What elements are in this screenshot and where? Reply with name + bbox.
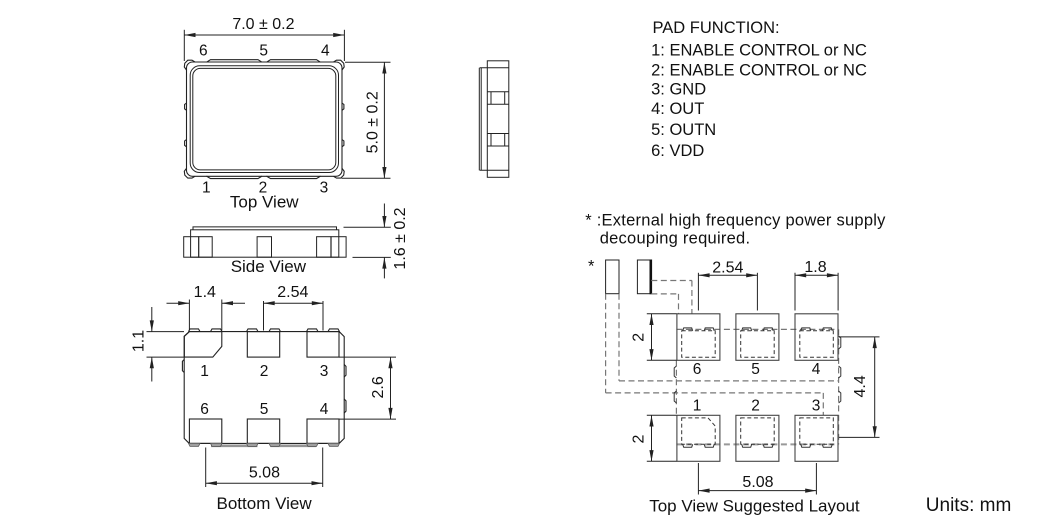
svg-text:2.54: 2.54 <box>712 260 743 277</box>
svg-text:4: 4 <box>812 361 821 378</box>
svg-text:4: OUT: 4: OUT <box>651 100 704 118</box>
svg-text:decouping required.: decouping required. <box>600 230 751 248</box>
svg-text:2: 2 <box>630 333 647 342</box>
svg-text:Units: mm: Units: mm <box>926 495 1012 516</box>
svg-text:4.4: 4.4 <box>852 375 869 397</box>
svg-text:2.54: 2.54 <box>277 284 308 301</box>
svg-text:1: ENABLE CONTROL or NC: 1: ENABLE CONTROL or NC <box>651 41 867 59</box>
svg-text:Bottom View: Bottom View <box>217 494 313 513</box>
svg-text:1: 1 <box>200 363 209 380</box>
svg-text:Top View Suggested Layout: Top View Suggested Layout <box>649 497 860 516</box>
svg-text:5.08: 5.08 <box>249 465 280 482</box>
svg-text:6: 6 <box>693 361 702 378</box>
svg-text:3: 3 <box>320 180 329 197</box>
svg-text:4: 4 <box>321 43 330 60</box>
svg-text:5.08: 5.08 <box>742 474 773 491</box>
svg-text:5: OUTN: 5: OUTN <box>651 121 716 139</box>
svg-text:6: 6 <box>200 401 209 418</box>
svg-text:2: ENABLE CONTROL or NC: 2: ENABLE CONTROL or NC <box>651 62 867 80</box>
svg-text:5: 5 <box>260 401 269 418</box>
svg-text:1: 1 <box>202 180 211 197</box>
svg-text:2: 2 <box>260 363 269 380</box>
svg-text:Top View: Top View <box>230 193 299 212</box>
svg-text:6: 6 <box>199 43 208 60</box>
svg-text:2.6: 2.6 <box>370 376 387 398</box>
svg-text:2: 2 <box>630 434 647 443</box>
svg-text:2: 2 <box>259 180 268 197</box>
svg-text:5: 5 <box>259 43 268 60</box>
svg-text:*: * <box>588 258 595 276</box>
svg-text:1.4: 1.4 <box>194 284 216 301</box>
svg-text:* :External high frequency pow: * :External high frequency power supply <box>585 211 886 229</box>
svg-text:5.0 ± 0.2: 5.0 ± 0.2 <box>364 91 381 153</box>
svg-text:PAD FUNCTION:: PAD FUNCTION: <box>653 19 780 37</box>
svg-text:1.1: 1.1 <box>130 330 147 352</box>
svg-text:3: GND: 3: GND <box>651 81 706 99</box>
svg-text:3: 3 <box>812 398 821 415</box>
svg-text:3: 3 <box>320 363 329 380</box>
svg-text:4: 4 <box>320 401 329 418</box>
svg-text:2: 2 <box>751 398 760 415</box>
svg-text:1.8: 1.8 <box>804 259 826 276</box>
svg-text:6: VDD: 6: VDD <box>651 142 704 160</box>
svg-text:7.0 ± 0.2: 7.0 ± 0.2 <box>232 16 294 33</box>
svg-text:5: 5 <box>751 361 760 378</box>
svg-text:1: 1 <box>693 398 702 415</box>
svg-text:1.6 ± 0.2: 1.6 ± 0.2 <box>392 207 409 269</box>
svg-text:Side View: Side View <box>231 257 307 276</box>
